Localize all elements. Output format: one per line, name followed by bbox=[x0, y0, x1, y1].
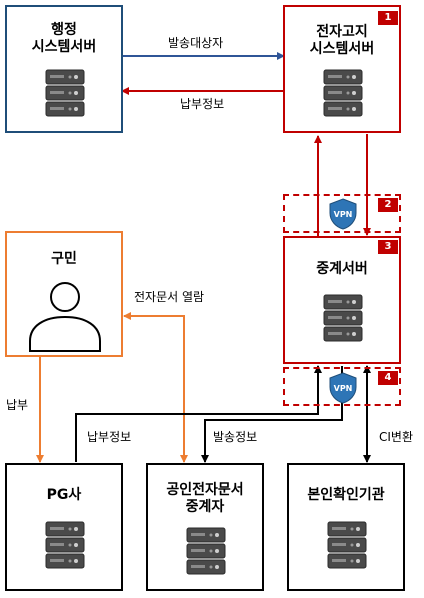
vpn-zone-2: 2 VPN bbox=[283, 194, 401, 233]
arrow-doc-view bbox=[123, 312, 185, 462]
relay-server-node: 3 중계서버 bbox=[283, 236, 401, 364]
resident-title: 구민 bbox=[51, 251, 77, 267]
vpn-label: VPN bbox=[334, 210, 353, 219]
admin-server-title: 행정 시스템서버 bbox=[31, 22, 97, 55]
resident-node: 구민 bbox=[5, 231, 123, 357]
pg-title: PG사 bbox=[46, 487, 82, 503]
e-notice-server-node: 1 전자고지 시스템서버 bbox=[283, 5, 401, 133]
e-notice-server-title: 전자고지 시스템서버 bbox=[309, 24, 375, 57]
person-icon bbox=[29, 282, 101, 352]
server-icon bbox=[45, 69, 85, 117]
edge-label-payment: 납부 bbox=[6, 398, 29, 412]
edge-label-payment-info-top: 납부정보 bbox=[180, 97, 225, 111]
edge-label-doc-view: 전자문서 열람 bbox=[134, 290, 205, 304]
server-icon bbox=[327, 521, 367, 569]
edge-label-ci-convert: CI변환 bbox=[379, 430, 413, 444]
server-icon bbox=[323, 69, 363, 117]
arrow-payment-info-bottom bbox=[75, 365, 322, 462]
vpn-label: VPN bbox=[334, 384, 353, 393]
identity-node: 본인확인기관 bbox=[287, 463, 405, 591]
admin-server-node: 행정 시스템서버 bbox=[5, 5, 123, 133]
badge-2: 2 bbox=[378, 198, 398, 212]
identity-title: 본인확인기관 bbox=[307, 487, 385, 503]
badge-4: 4 bbox=[378, 371, 398, 385]
cert-relay-node: 공인전자문서 중계자 bbox=[146, 463, 264, 591]
vpn-shield-icon: VPN bbox=[329, 372, 357, 404]
cert-relay-title: 공인전자문서 중계자 bbox=[166, 482, 244, 515]
pg-node: PG사 bbox=[5, 463, 123, 591]
server-icon bbox=[45, 521, 85, 569]
vpn-zone-4: 4 VPN bbox=[283, 367, 401, 406]
badge-3: 3 bbox=[378, 240, 398, 254]
server-icon bbox=[323, 294, 363, 342]
edge-label-send-target: 발송대상자 bbox=[168, 36, 224, 50]
edge-label-send-info: 발송정보 bbox=[213, 430, 258, 444]
badge-1: 1 bbox=[378, 11, 398, 25]
relay-server-title: 중계서버 bbox=[316, 261, 368, 277]
vpn-shield-icon: VPN bbox=[329, 198, 357, 230]
server-icon bbox=[186, 527, 226, 575]
edge-label-payment-info-bottom: 납부정보 bbox=[87, 430, 132, 444]
